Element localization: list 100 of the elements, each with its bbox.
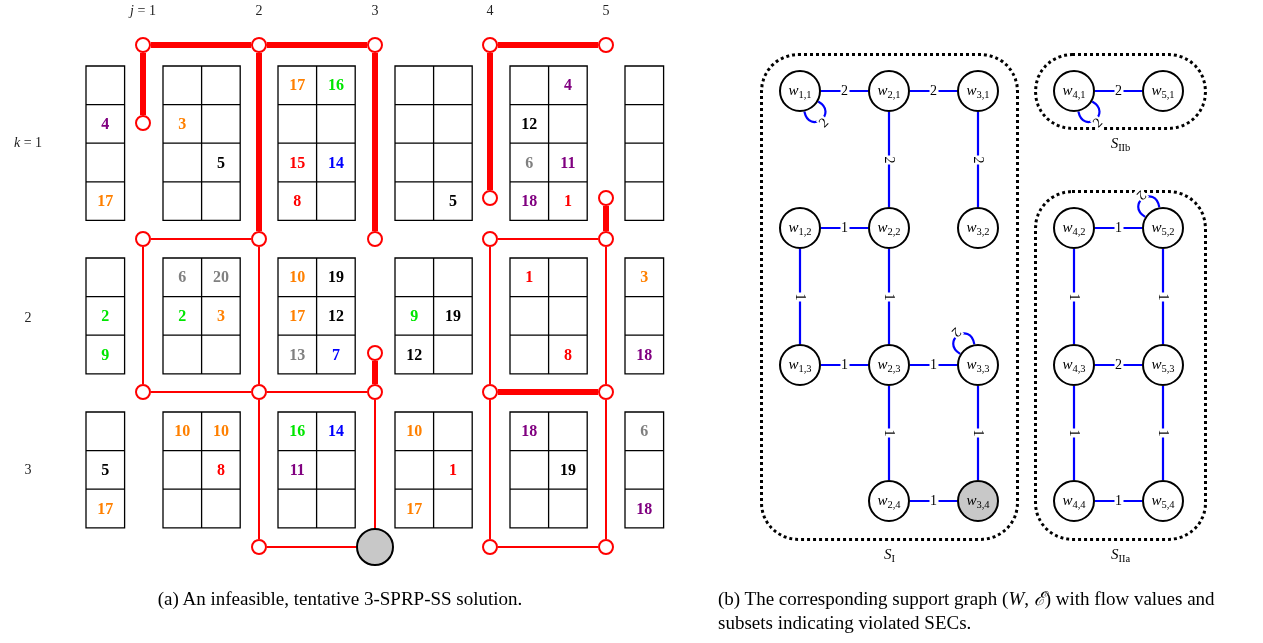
route-vertex bbox=[598, 384, 614, 400]
subfigure-caption: (b) The corresponding support graph (W, ℰ) with flow values and subsets indicating violated SECs. bbox=[718, 587, 1216, 635]
flow-value: 2 bbox=[882, 155, 896, 164]
route-vertex bbox=[598, 231, 614, 247]
route-line bbox=[489, 246, 491, 385]
graph-node: w$_{5,2}$ bbox=[1142, 207, 1184, 249]
item-number: 11 bbox=[289, 461, 305, 478]
flow-value: 1 bbox=[840, 358, 849, 372]
flow-value: 2 bbox=[1114, 358, 1123, 372]
item-number: 17 bbox=[97, 500, 114, 517]
graph-node: w$_{3,4}$ bbox=[957, 480, 999, 522]
flow-value: 1 bbox=[1156, 428, 1170, 438]
route-line bbox=[258, 246, 260, 385]
item-number: 18 bbox=[636, 346, 653, 363]
aisle-index: j = 1 bbox=[130, 4, 156, 18]
route-vertex bbox=[482, 384, 498, 400]
route-vertex bbox=[251, 539, 267, 555]
item-number: 5 bbox=[216, 154, 225, 171]
item-number: 10 bbox=[406, 423, 423, 440]
item-number: 8 bbox=[216, 461, 225, 478]
item-number: 17 bbox=[289, 77, 306, 94]
item-number: 17 bbox=[97, 193, 114, 210]
item-number: 10 bbox=[212, 423, 229, 440]
item-number: 3 bbox=[216, 307, 225, 324]
graph-node: w$_{2,2}$ bbox=[868, 207, 910, 249]
double-route-line bbox=[372, 361, 378, 384]
item-number: 19 bbox=[559, 461, 576, 478]
graph-node: w$_{4,2}$ bbox=[1053, 207, 1095, 249]
item-number: 12 bbox=[406, 346, 423, 363]
graph-edge bbox=[887, 249, 891, 344]
route-line bbox=[605, 246, 607, 385]
block-index: k = 1 bbox=[13, 136, 43, 150]
flow-value: 1 bbox=[929, 358, 938, 372]
item-number: 15 bbox=[289, 154, 306, 171]
item-number: 6 bbox=[525, 154, 534, 171]
flow-value: 1 bbox=[882, 428, 896, 438]
double-route-line bbox=[487, 53, 493, 190]
graph-edge bbox=[1161, 386, 1165, 480]
graph-edge bbox=[910, 89, 957, 93]
subset-label: S$_{I}$ bbox=[884, 547, 895, 565]
graph-edge bbox=[803, 100, 827, 123]
double-route-line bbox=[603, 206, 609, 231]
item-number: 6 bbox=[178, 269, 187, 286]
graph-edge bbox=[1095, 363, 1142, 367]
flow-value: 2 bbox=[840, 84, 849, 98]
graph-node: w$_{2,3}$ bbox=[868, 344, 910, 386]
route-line bbox=[142, 246, 144, 385]
graph-node: w$_{2,4}$ bbox=[868, 480, 910, 522]
graph-node: w$_{1,2}$ bbox=[779, 207, 821, 249]
route-line bbox=[266, 546, 357, 548]
item-number: 14 bbox=[327, 154, 344, 171]
item-number: 9 bbox=[101, 346, 110, 363]
item-number: 10 bbox=[289, 269, 306, 286]
route-vertex bbox=[135, 37, 151, 53]
route-vertex bbox=[482, 190, 498, 206]
aisle-index: 4 bbox=[486, 4, 494, 18]
route-line bbox=[150, 391, 252, 393]
item-number: 9 bbox=[410, 307, 419, 324]
depot-circle bbox=[356, 528, 394, 566]
graph-node: w$_{5,3}$ bbox=[1142, 344, 1184, 386]
block-index: 2 bbox=[24, 311, 32, 325]
double-route-line bbox=[498, 42, 598, 48]
route-line bbox=[258, 399, 260, 540]
item-number: 12 bbox=[521, 115, 538, 132]
graph-edge bbox=[910, 363, 957, 367]
double-route-line bbox=[498, 389, 598, 395]
double-route-line bbox=[151, 42, 251, 48]
flow-value: 1 bbox=[840, 221, 849, 235]
graph-edge bbox=[821, 226, 868, 230]
graph-node: w$_{1,3}$ bbox=[779, 344, 821, 386]
item-number: 4 bbox=[563, 77, 572, 94]
item-number: 8 bbox=[563, 346, 572, 363]
graph-edge bbox=[821, 89, 868, 93]
route-line bbox=[150, 238, 252, 240]
graph-node: w$_{2,1}$ bbox=[868, 70, 910, 112]
item-number: 1 bbox=[525, 269, 534, 286]
item-number: 7 bbox=[331, 346, 340, 363]
route-vertex bbox=[251, 37, 267, 53]
route-vertex bbox=[135, 115, 151, 131]
subfigure-caption: (a) An infeasible, tentative 3-SPRP-SS solution. bbox=[156, 587, 524, 611]
aisle-index: 2 bbox=[255, 4, 263, 18]
flow-value: 1 bbox=[1067, 292, 1081, 301]
flow-value: 1 bbox=[882, 292, 896, 301]
item-number: 17 bbox=[406, 500, 423, 517]
graph-edge bbox=[821, 363, 868, 367]
subset-label: S$_{IIa}$ bbox=[1110, 547, 1131, 565]
route-vertex bbox=[598, 37, 614, 53]
route-vertex bbox=[135, 384, 151, 400]
item-number: 20 bbox=[212, 269, 229, 286]
item-number: 3 bbox=[178, 115, 187, 132]
item-number: 12 bbox=[327, 307, 344, 324]
item-number: 5 bbox=[101, 461, 110, 478]
item-number: 18 bbox=[636, 500, 653, 517]
item-number: 18 bbox=[521, 423, 538, 440]
route-line bbox=[489, 399, 491, 540]
item-number: 16 bbox=[327, 77, 344, 94]
graph-node: w$_{3,3}$ bbox=[957, 344, 999, 386]
item-number: 19 bbox=[327, 269, 344, 286]
flow-value: 1 bbox=[793, 292, 807, 301]
route-vertex bbox=[598, 539, 614, 555]
